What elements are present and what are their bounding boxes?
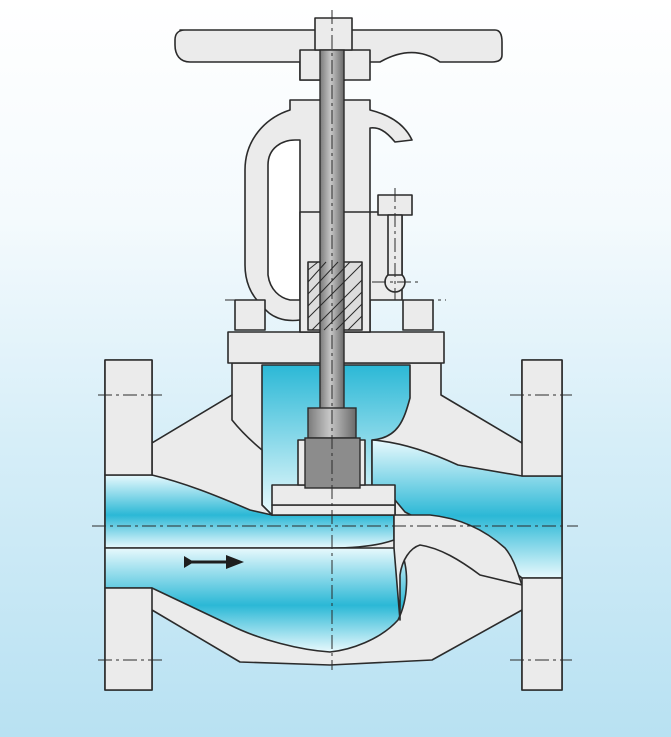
flow-arrow: [184, 555, 244, 569]
yoke-inner: [267, 139, 301, 301]
lower-chamber: [104, 547, 408, 653]
gland-bolt-right: [402, 299, 434, 331]
partition-wall: [393, 514, 523, 621]
handwheel-nut: [314, 17, 353, 51]
inlet-flange: [104, 359, 153, 476]
seat-ring: [271, 504, 396, 516]
outlet-flange-lower: [521, 577, 563, 691]
inlet-flange-lower: [104, 587, 153, 691]
outlet-flange: [521, 359, 563, 477]
gland-bolt-left: [234, 299, 266, 331]
center-lines: [92, 10, 578, 670]
packing-hatch: [307, 261, 363, 331]
inlet-wall: [151, 394, 273, 516]
lock-lever: [377, 194, 413, 216]
